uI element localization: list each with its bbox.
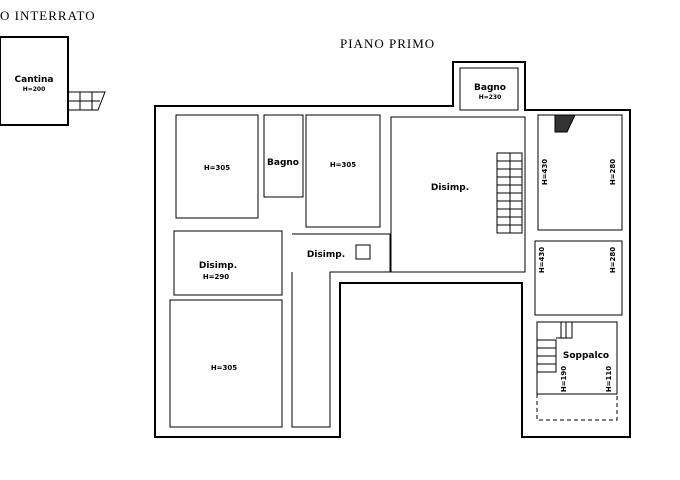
outer-walls bbox=[154, 61, 631, 438]
bagno-2-label: Bagno bbox=[474, 83, 506, 93]
cantina-label: Cantina bbox=[15, 75, 54, 85]
disimp-corridor-label: Disimp. bbox=[307, 250, 345, 260]
room-e2-right-height: H=280 bbox=[609, 247, 617, 273]
disimp-main-label: Disimp. bbox=[431, 183, 469, 193]
room-n-height: H=305 bbox=[330, 161, 356, 169]
first-floor-title: PIANO PRIMO bbox=[340, 36, 435, 51]
cantina: Cantina H=200 bbox=[0, 36, 106, 126]
disimp-w-label: Disimp. bbox=[199, 261, 237, 271]
soppalco-right-height: H=110 bbox=[605, 366, 613, 392]
cantina-height: H=200 bbox=[23, 86, 46, 93]
room-nw-height: H=305 bbox=[204, 164, 230, 172]
soppalco-left-height: H=190 bbox=[560, 366, 568, 392]
disimp-w-height: H=290 bbox=[203, 273, 229, 281]
basement-title: O INTERRATO bbox=[0, 8, 96, 23]
room-e1-right-height: H=280 bbox=[609, 159, 617, 185]
room-e2-left-height: H=430 bbox=[538, 247, 546, 273]
soppalco-label: Soppalco bbox=[563, 351, 609, 361]
bagno-1-label: Bagno bbox=[267, 158, 299, 168]
room-e1-left-height: H=430 bbox=[541, 159, 549, 185]
room-sw-height: H=305 bbox=[211, 364, 237, 372]
bagno-2-height: H=230 bbox=[479, 94, 502, 101]
